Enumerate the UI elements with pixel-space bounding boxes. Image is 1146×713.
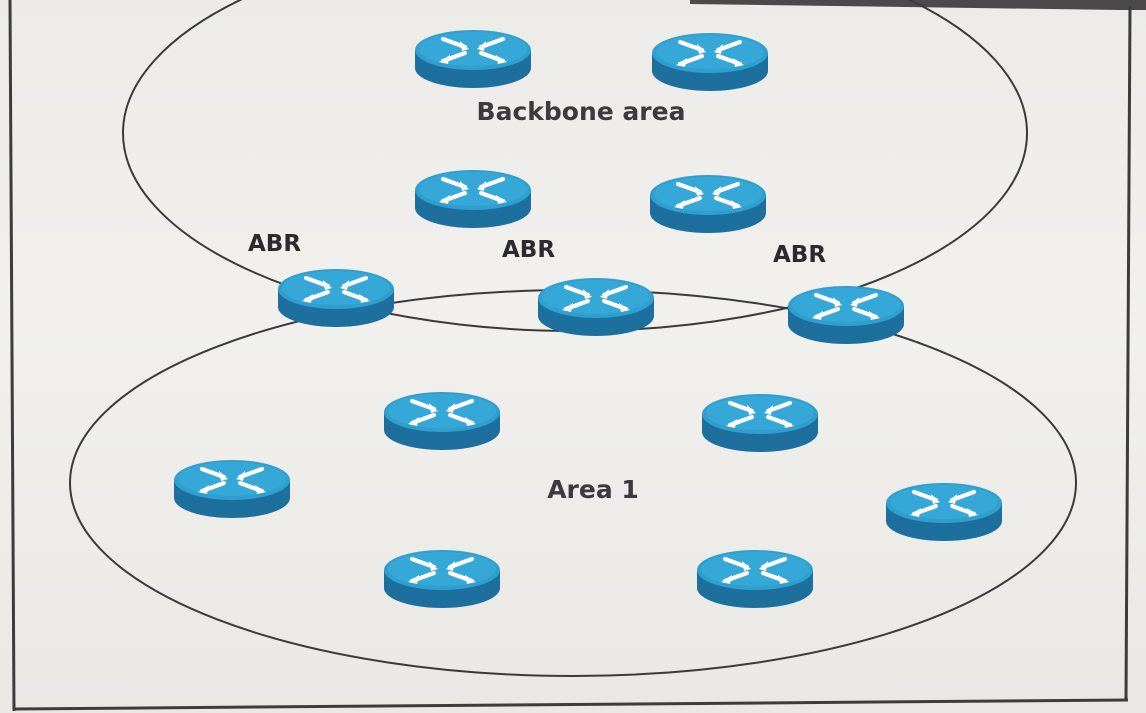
router-icon: [174, 460, 290, 518]
router-icon: [650, 175, 766, 233]
router-icon: [886, 483, 1002, 541]
router-icon: [384, 392, 500, 450]
abr-label-center: ABR: [502, 237, 555, 263]
frame-bottom-border: [13, 698, 1129, 711]
router-icon: [415, 30, 531, 88]
abr-label-right: ABR: [773, 242, 826, 268]
router-icon: [538, 278, 654, 336]
backbone-area-label: Backbone area: [477, 97, 686, 126]
abr-label-left: ABR: [248, 231, 301, 257]
router-icon: [702, 394, 818, 452]
frame-left-border: [8, 0, 16, 712]
router-icon: [415, 170, 531, 228]
router-icon: [697, 550, 813, 608]
router-icon: [278, 269, 394, 327]
router-icon: [652, 33, 768, 91]
router-icon: [788, 286, 904, 344]
frame-right-border: [1124, 5, 1132, 701]
router-icon: [384, 550, 500, 608]
area1-label: Area 1: [547, 475, 639, 504]
